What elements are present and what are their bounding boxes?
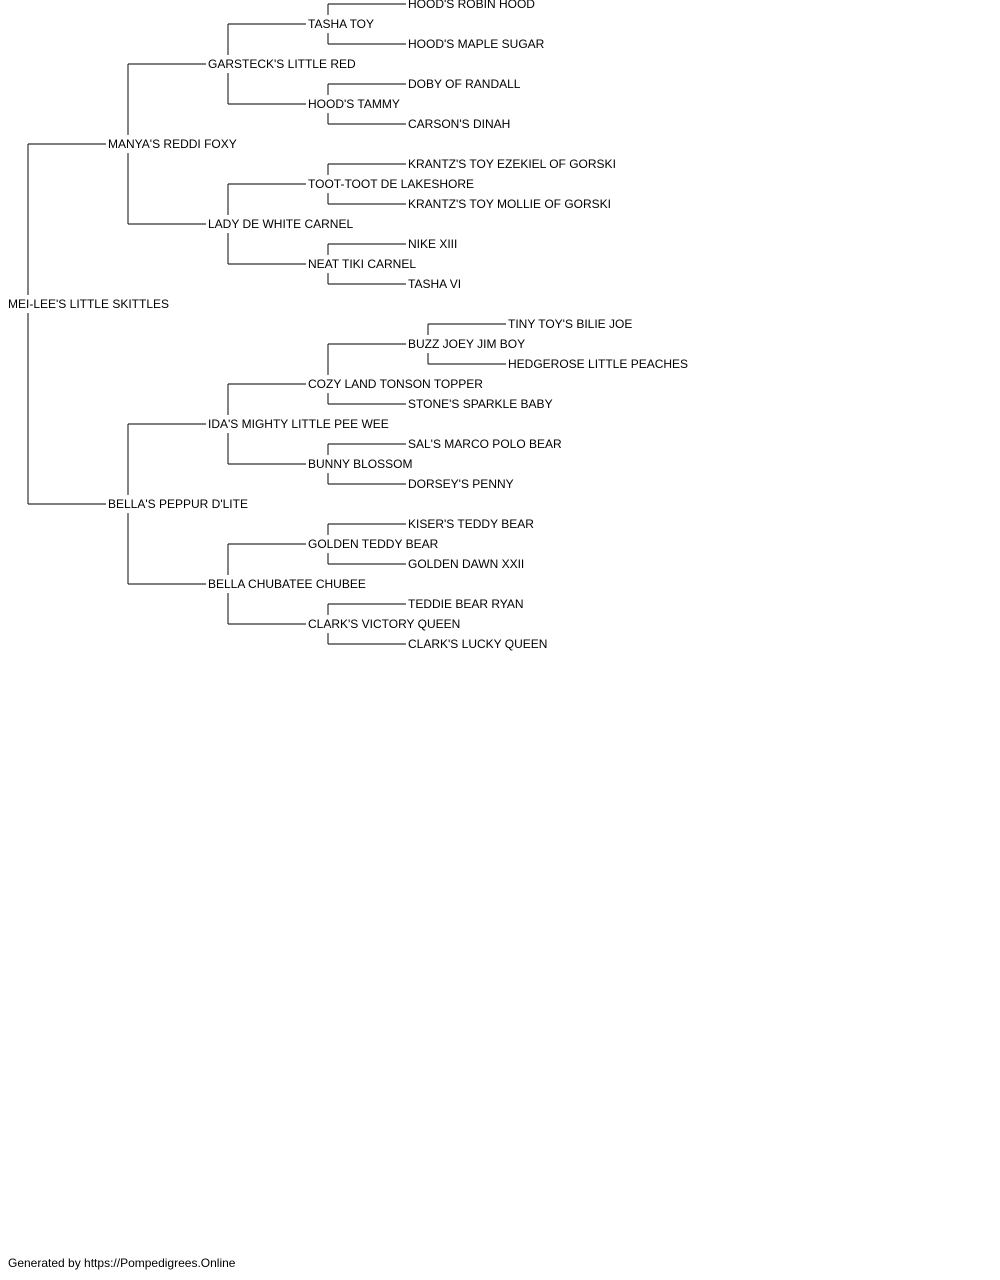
dog-name-sal-s-marco-polo-bear: SAL'S MARCO POLO BEAR	[408, 437, 562, 451]
dog-name-hood-s-robin-hood: HOOD'S ROBIN HOOD	[408, 0, 535, 11]
dog-name-golden-teddy-bear: GOLDEN TEDDY BEAR	[308, 537, 439, 551]
dog-name-manya-s-reddi-foxy: MANYA'S REDDI FOXY	[108, 137, 237, 151]
dog-name-ida-s-mighty-little-pee-wee: IDA'S MIGHTY LITTLE PEE WEE	[208, 417, 389, 431]
dog-name-toot-toot-de-lakeshore: TOOT-TOOT DE LAKESHORE	[308, 177, 474, 191]
dog-name-hedgerose-little-peaches: HEDGEROSE LITTLE PEACHES	[508, 357, 688, 371]
dog-name-nike-xiii: NIKE XIII	[408, 237, 457, 251]
dog-name-stone-s-sparkle-baby: STONE'S SPARKLE BABY	[408, 397, 553, 411]
dog-name-bella-s-peppur-d-lite: BELLA'S PEPPUR D'LITE	[108, 497, 248, 511]
dog-name-garsteck-s-little-red: GARSTECK'S LITTLE RED	[208, 57, 356, 71]
dog-name-tiny-toy-s-bilie-joe: TINY TOY'S BILIE JOE	[508, 317, 632, 331]
dog-name-krantz-s-toy-ezekiel-of-gorski: KRANTZ'S TOY EZEKIEL OF GORSKI	[408, 157, 616, 171]
dog-name-mei-lee-s-little-skittles: MEI-LEE'S LITTLE SKITTLES	[8, 297, 169, 311]
dog-name-tasha-toy: TASHA TOY	[308, 17, 374, 31]
generated-by-footer: Generated by https://Pompedigrees.Online	[8, 1256, 236, 1270]
dog-name-carson-s-dinah: CARSON'S DINAH	[408, 117, 510, 131]
dog-name-tasha-vi: TASHA VI	[408, 277, 461, 291]
pedigree-tree: HOOD'S ROBIN HOOD HOOD'S MAPLE SUGAR TASHA…	[8, 0, 688, 651]
dog-name-dorsey-s-penny: DORSEY'S PENNY	[408, 477, 514, 491]
dog-name-doby-of-randall: DOBY OF RANDALL	[408, 77, 521, 91]
dog-name-bella-chubatee-chubee: BELLA CHUBATEE CHUBEE	[208, 577, 366, 591]
dog-name-lady-de-white-carnel: LADY DE WHITE CARNEL	[208, 217, 353, 231]
dog-name-golden-dawn-xxii: GOLDEN DAWN XXII	[408, 557, 524, 571]
dog-name-neat-tiki-carnel: NEAT TIKI CARNEL	[308, 257, 416, 271]
dog-name-cozy-land-tonson-topper: COZY LAND TONSON TOPPER	[308, 377, 483, 391]
dog-name-krantz-s-toy-mollie-of-gorski: KRANTZ'S TOY MOLLIE OF GORSKI	[408, 197, 611, 211]
dog-name-kiser-s-teddy-bear: KISER'S TEDDY BEAR	[408, 517, 534, 531]
dog-name-bunny-blossom: BUNNY BLOSSOM	[308, 457, 412, 471]
dog-name-hood-s-maple-sugar: HOOD'S MAPLE SUGAR	[408, 37, 545, 51]
dog-name-clark-s-lucky-queen: CLARK'S LUCKY QUEEN	[408, 637, 547, 651]
dog-name-teddie-bear-ryan: TEDDIE BEAR RYAN	[408, 597, 524, 611]
dog-name-hood-s-tammy: HOOD'S TAMMY	[308, 97, 400, 111]
dog-name-buzz-joey-jim-boy: BUZZ JOEY JIM BOY	[408, 337, 525, 351]
dog-name-clark-s-victory-queen: CLARK'S VICTORY QUEEN	[308, 617, 460, 631]
